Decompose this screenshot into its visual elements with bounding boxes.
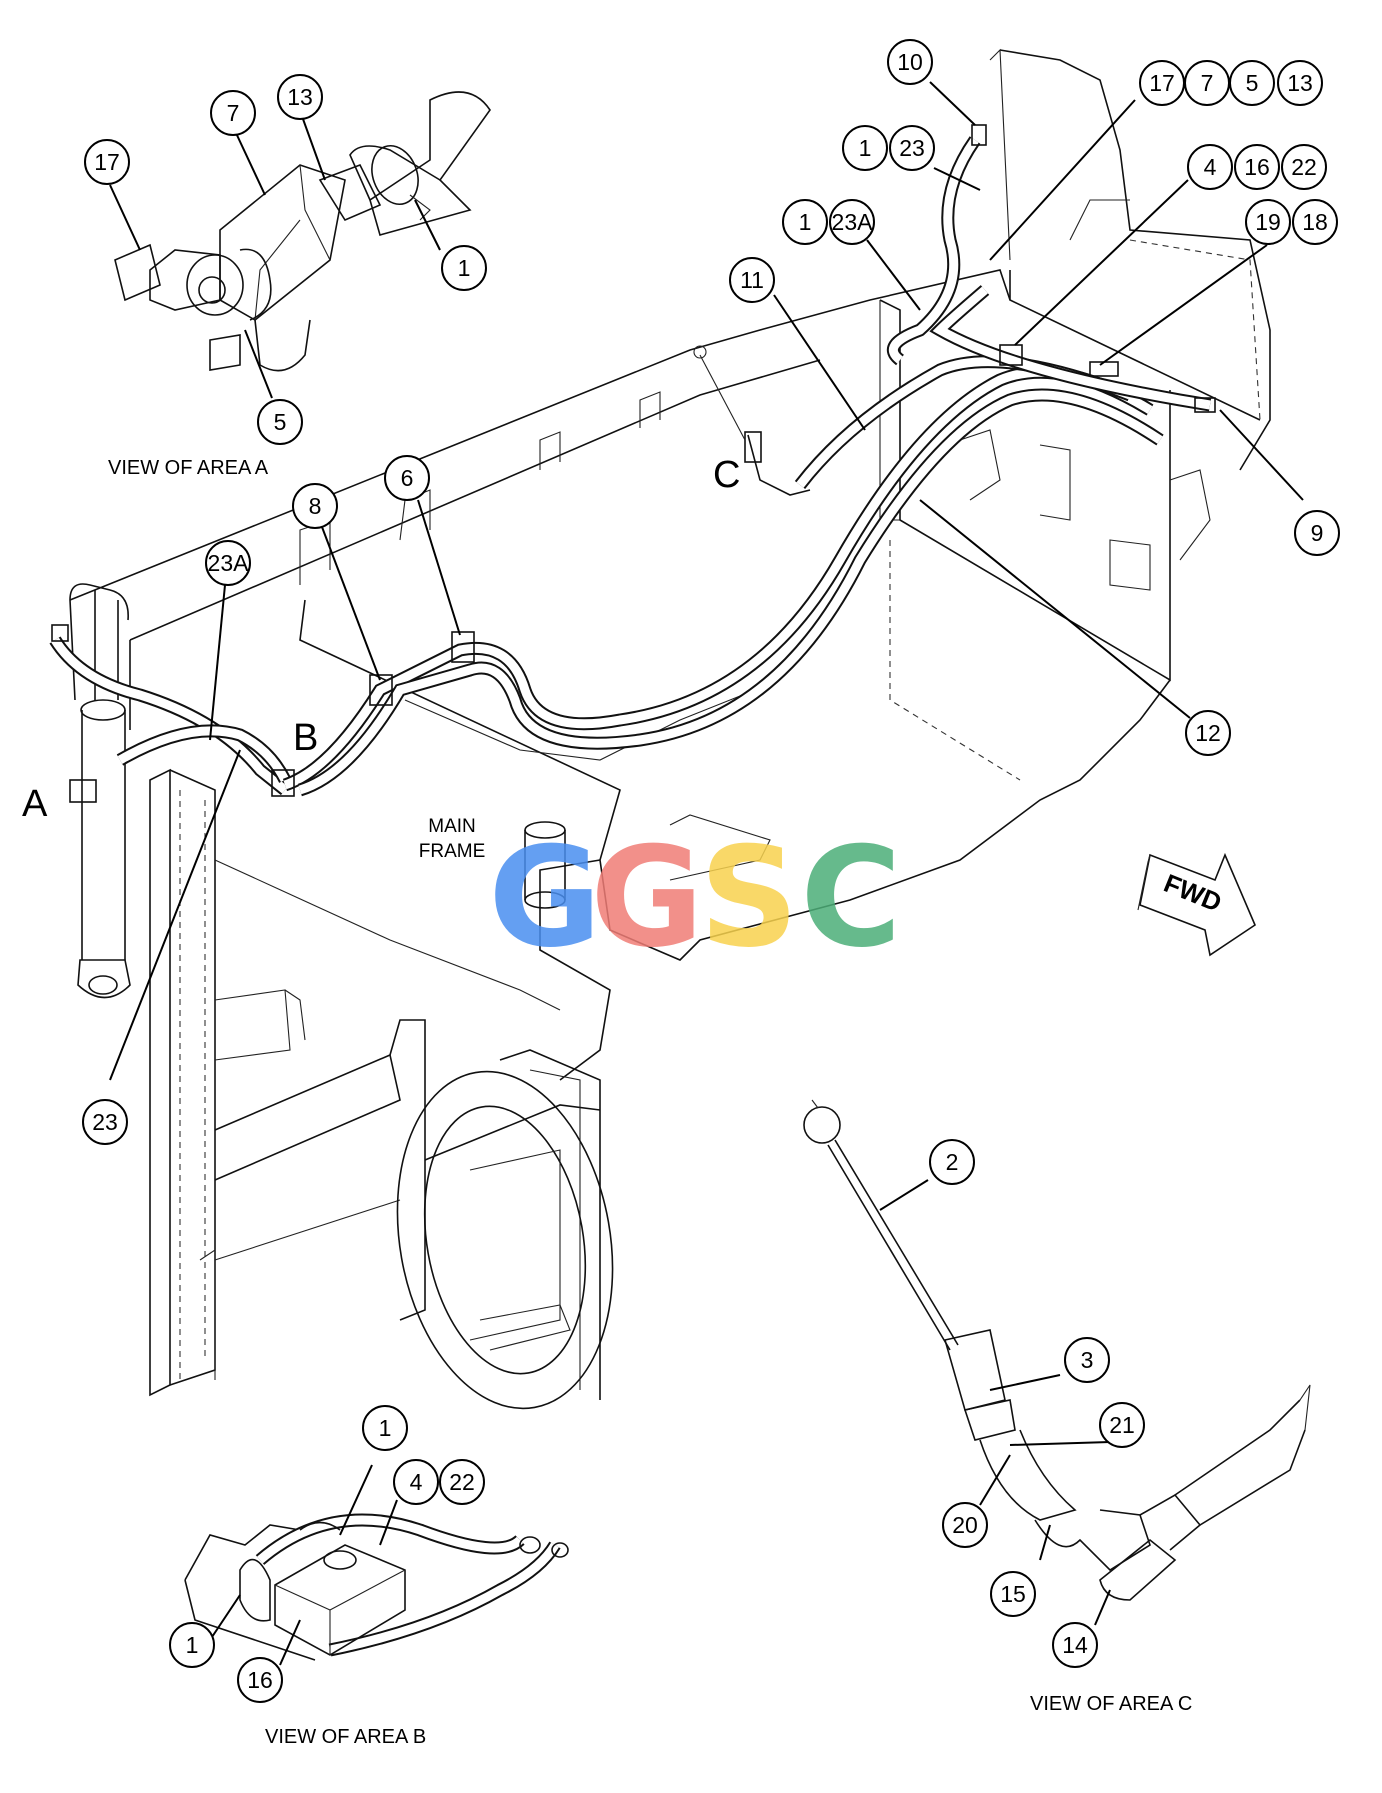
svg-text:4: 4 bbox=[410, 1469, 423, 1495]
forward-arrow-icon: FWD bbox=[1137, 852, 1256, 957]
callout-t-19: 19 bbox=[1245, 199, 1291, 245]
view-area-a-drawing bbox=[114, 91, 491, 372]
watermark-letter: S bbox=[699, 817, 798, 978]
callout-a-7: 7 bbox=[210, 90, 256, 136]
callout-t-10: 10 bbox=[887, 39, 933, 85]
svg-text:1: 1 bbox=[859, 135, 872, 161]
callout-m-23: 23 bbox=[82, 1099, 128, 1145]
callout-t-11: 11 bbox=[729, 257, 775, 303]
callout-c-20: 20 bbox=[942, 1502, 988, 1548]
svg-text:8: 8 bbox=[309, 493, 322, 519]
svg-text:18: 18 bbox=[1302, 209, 1328, 235]
svg-text:7: 7 bbox=[227, 100, 240, 126]
callout-t-16: 16 bbox=[1234, 144, 1280, 190]
svg-text:17: 17 bbox=[1149, 70, 1175, 96]
callout-m-6: 6 bbox=[384, 455, 430, 501]
svg-text:16: 16 bbox=[1244, 154, 1270, 180]
fwd-label: FWD bbox=[1160, 868, 1226, 918]
callout-t-18: 18 bbox=[1292, 199, 1338, 245]
callout-m-12: 12 bbox=[1185, 710, 1231, 756]
svg-text:4: 4 bbox=[1204, 154, 1217, 180]
svg-text:9: 9 bbox=[1311, 520, 1324, 546]
svg-text:19: 19 bbox=[1255, 209, 1281, 235]
area-letter-b: B bbox=[293, 717, 318, 759]
callout-a-1: 1 bbox=[441, 245, 487, 291]
svg-text:23A: 23A bbox=[832, 209, 874, 235]
callout-t-7: 7 bbox=[1184, 60, 1230, 106]
area-letter-c: C bbox=[713, 454, 740, 496]
callout-b-1b: 1 bbox=[169, 1622, 215, 1668]
callout-c-2: 2 bbox=[929, 1139, 975, 1185]
callout-m-23a: 23A bbox=[205, 540, 251, 586]
callout-t-22: 22 bbox=[1281, 144, 1327, 190]
callout-b-22: 22 bbox=[439, 1459, 485, 1505]
view-area-b-drawing bbox=[184, 1513, 569, 1661]
callout-b-4: 4 bbox=[393, 1459, 439, 1505]
callout-t-4: 4 bbox=[1187, 144, 1233, 190]
svg-text:10: 10 bbox=[897, 49, 923, 75]
callout-t-23a: 23A bbox=[829, 199, 875, 245]
svg-text:23A: 23A bbox=[208, 550, 250, 576]
callout-a-13: 13 bbox=[277, 74, 323, 120]
callout-t-23: 23 bbox=[889, 125, 935, 171]
leader-lines bbox=[109, 81, 1304, 1666]
svg-text:1: 1 bbox=[458, 255, 471, 281]
svg-text:13: 13 bbox=[1287, 70, 1313, 96]
svg-text:5: 5 bbox=[274, 409, 287, 435]
callout-t-9: 9 bbox=[1294, 510, 1340, 556]
main-frame-label-line1: MAIN bbox=[428, 816, 476, 837]
svg-text:20: 20 bbox=[952, 1512, 978, 1538]
callout-c-3: 3 bbox=[1064, 1337, 1110, 1383]
callout-m-8: 8 bbox=[292, 483, 338, 529]
svg-text:1: 1 bbox=[379, 1415, 392, 1441]
callout-a-17: 17 bbox=[84, 139, 130, 185]
callout-b-16: 16 bbox=[237, 1657, 283, 1703]
svg-text:7: 7 bbox=[1201, 70, 1214, 96]
hose-routing bbox=[49, 124, 1216, 803]
svg-text:6: 6 bbox=[401, 465, 414, 491]
svg-text:5: 5 bbox=[1246, 70, 1259, 96]
callout-t-1b: 1 bbox=[782, 199, 828, 245]
svg-text:15: 15 bbox=[1000, 1581, 1026, 1607]
callout-c-14: 14 bbox=[1052, 1622, 1098, 1668]
callout-c-15: 15 bbox=[990, 1571, 1036, 1617]
svg-text:23: 23 bbox=[899, 135, 925, 161]
svg-text:16: 16 bbox=[247, 1667, 273, 1693]
svg-text:21: 21 bbox=[1109, 1412, 1135, 1438]
svg-text:22: 22 bbox=[1291, 154, 1317, 180]
svg-text:23: 23 bbox=[92, 1109, 118, 1135]
callout-b-1a: 1 bbox=[362, 1405, 408, 1451]
callout-t-5: 5 bbox=[1229, 60, 1275, 106]
caption-view-area-c: VIEW OF AREA C bbox=[1030, 1693, 1192, 1715]
svg-text:17: 17 bbox=[94, 149, 120, 175]
caption-view-area-b: VIEW OF AREA B bbox=[265, 1726, 426, 1748]
callout-t-13: 13 bbox=[1277, 60, 1323, 106]
callout-t-17: 17 bbox=[1139, 60, 1185, 106]
view-area-c-drawing bbox=[803, 1099, 1311, 1601]
svg-text:22: 22 bbox=[449, 1469, 475, 1495]
watermark-letter: C bbox=[800, 817, 901, 978]
main-frame-label-line2: FRAME bbox=[419, 841, 486, 862]
svg-text:11: 11 bbox=[740, 267, 764, 293]
callout-bubbles: 17 7 13 1 5 10 17 7 5 13 1 23 4 16 22 1 … bbox=[82, 39, 1340, 1703]
watermark-letter: G bbox=[488, 817, 601, 978]
svg-text:14: 14 bbox=[1062, 1632, 1088, 1658]
svg-text:1: 1 bbox=[186, 1632, 199, 1658]
callout-a-5: 5 bbox=[257, 399, 303, 445]
area-letter-a: A bbox=[22, 783, 48, 825]
svg-text:2: 2 bbox=[946, 1149, 959, 1175]
svg-text:3: 3 bbox=[1081, 1347, 1094, 1373]
svg-text:12: 12 bbox=[1195, 720, 1221, 746]
watermark-letter: G bbox=[590, 817, 703, 978]
svg-text:13: 13 bbox=[287, 84, 313, 110]
svg-text:1: 1 bbox=[799, 209, 812, 235]
callout-c-21: 21 bbox=[1099, 1402, 1145, 1448]
caption-view-area-a: VIEW OF AREA A bbox=[108, 457, 269, 479]
callout-t-1a: 1 bbox=[842, 125, 888, 171]
